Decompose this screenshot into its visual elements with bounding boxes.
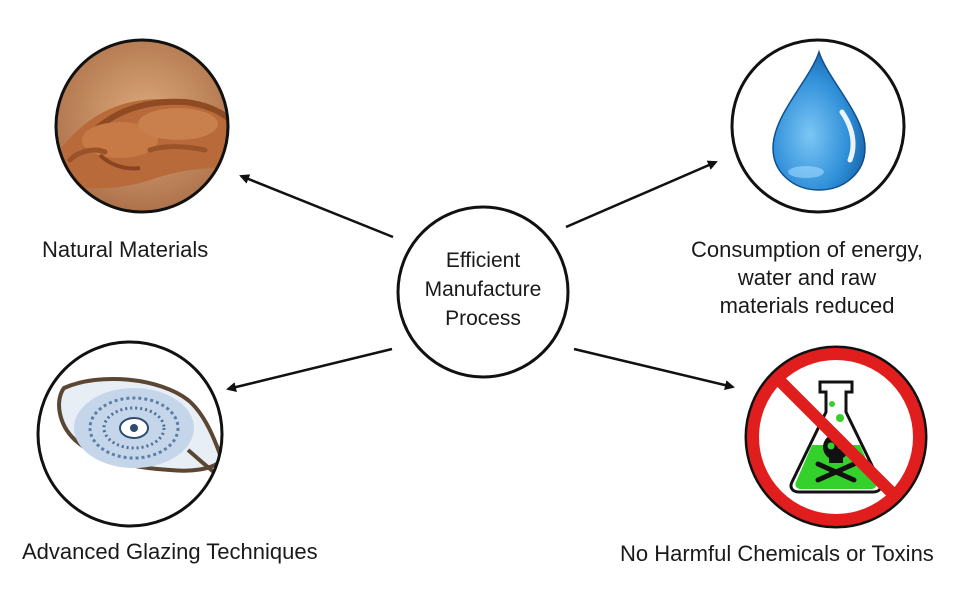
arrow-to-no-chemicals xyxy=(573,347,735,391)
clay-hands-photo xyxy=(54,38,230,214)
consumption-reduced-label: Consumption of energy, water and raw mat… xyxy=(676,236,938,320)
arrow-to-glazing xyxy=(226,347,393,392)
no-harmful-chemicals-label: No Harmful Chemicals or Toxins xyxy=(620,541,934,566)
water-drop-icon xyxy=(730,38,906,214)
arrow-to-natural-materials xyxy=(239,174,394,239)
arrow-to-consumption-reduced xyxy=(565,160,718,229)
no-toxic-chemicals-icon xyxy=(744,345,928,529)
center-line-1: Efficient xyxy=(445,249,521,272)
center-process-circle xyxy=(396,205,570,379)
center-process-label: Efficient Manufacture Process xyxy=(400,246,566,333)
center-line-2: Manufacture xyxy=(424,278,542,301)
center-line-3: Process xyxy=(445,307,521,330)
glazed-dish-photo xyxy=(36,340,224,528)
natural-materials-label: Natural Materials xyxy=(42,237,209,262)
consumption-line-3: materials reduced xyxy=(719,293,895,318)
consumption-line-2: water and raw xyxy=(737,265,877,290)
advanced-glazing-label: Advanced Glazing Techniques xyxy=(22,539,318,564)
consumption-line-1: Consumption of energy, xyxy=(691,237,923,262)
